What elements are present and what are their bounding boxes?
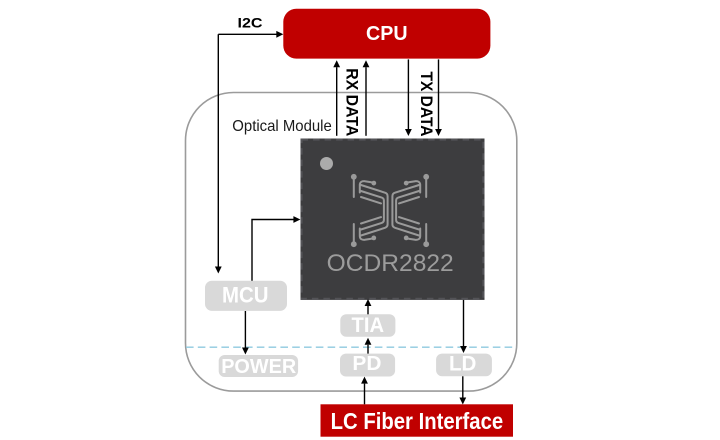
svg-text:TIA: TIA (352, 313, 385, 337)
svg-text:PD: PD (352, 353, 381, 375)
svg-text:RX DATA: RX DATA (342, 68, 360, 136)
svg-text:LC Fiber Interface: LC Fiber Interface (331, 408, 504, 434)
svg-text:POWER: POWER (221, 355, 296, 378)
svg-text:Optical Module: Optical Module (232, 118, 332, 135)
svg-text:MCU: MCU (222, 283, 269, 308)
svg-text:CPU: CPU (366, 23, 408, 45)
svg-text:OCDR2822: OCDR2822 (327, 250, 454, 277)
svg-text:TX DATA: TX DATA (417, 72, 435, 137)
svg-text:I2C: I2C (238, 15, 263, 31)
svg-text:LD: LD (449, 352, 477, 375)
